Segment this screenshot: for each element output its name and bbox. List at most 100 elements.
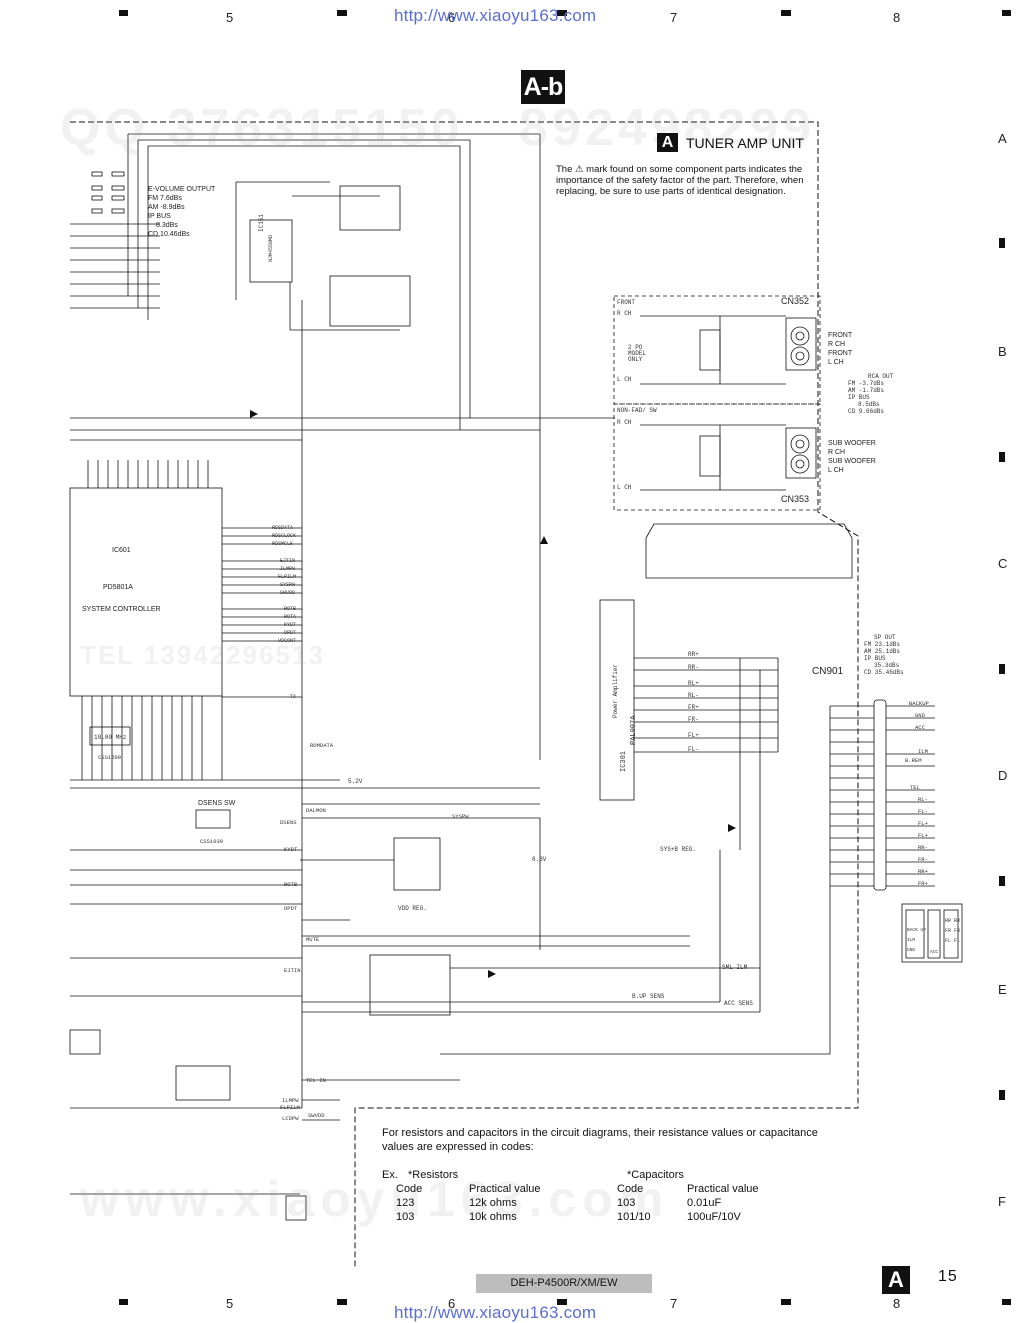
pin-swvdd: SWVDD xyxy=(280,590,296,596)
cn901-pin-fl-minus: FL- xyxy=(918,808,928,815)
label-mute: MUTE xyxy=(306,936,320,943)
ic151-part: NJM4558MD xyxy=(268,234,274,262)
ic301-out-rl-plus: RL+ xyxy=(688,680,699,687)
pin-syspw: SYSPW xyxy=(280,582,296,588)
cn901-pin-fl-plus-a: FL+ xyxy=(918,820,928,827)
label-acc-sens: ACC SENS xyxy=(724,1000,753,1007)
ic301-out-fl-plus: FL+ xyxy=(688,732,699,739)
label-ilmpw: ILMPW xyxy=(282,1097,299,1104)
label-ejtin: EJTIN xyxy=(284,967,301,974)
cn353-label: CN353 xyxy=(781,494,810,504)
nonfad-title: NON-FAD/ SW xyxy=(617,407,657,414)
evolume-label: E-VOLUME OUTPUT FM 7.6dBs AM -8.9dBs IP … xyxy=(148,186,216,238)
resistors-title: *Resistors xyxy=(408,1169,459,1181)
column-number-top-8: 8 xyxy=(893,10,901,25)
ic301-out-fr-plus: FR+ xyxy=(688,704,699,711)
resistors-col-code: Code xyxy=(396,1183,423,1195)
unit-badge: A xyxy=(657,133,678,152)
row-letter-b: B xyxy=(998,344,1007,359)
label-crystal-freq: 10.00 MHz xyxy=(94,734,127,741)
label-5v2: 5.2V xyxy=(348,778,363,785)
capacitor-code-1: 103 xyxy=(617,1197,636,1209)
front-block-lch: L CH xyxy=(617,376,632,383)
pin-vdcont: VDCONT xyxy=(278,638,297,644)
label-dsens: DSENS xyxy=(280,819,297,826)
cn901-pin-brem: B.REM xyxy=(905,757,922,764)
bottom-frame-mark-1 xyxy=(119,1299,128,1305)
ic601-function: SYSTEM CONTROLLER xyxy=(82,606,161,613)
rca-out-levels: RCA OUT FM -3.7dBs AM -1.7dBs IP BUS 8.5… xyxy=(848,373,894,415)
cn901-pin-fl-plus-b: FL+ xyxy=(918,832,928,839)
label-css1039: CSS1039 xyxy=(200,838,224,845)
pin-tx: TX xyxy=(290,694,297,700)
front-block-rch: R CH xyxy=(617,310,632,317)
column-number-top-7: 7 xyxy=(670,10,678,25)
cn901-pin-rr-minus: RR- xyxy=(918,844,928,851)
model-number: DEH-P4500R/XM/EW xyxy=(476,1274,652,1293)
label-css1599: CSS1599 xyxy=(98,754,122,761)
column-number-top-6: 6 xyxy=(448,10,456,25)
label-rotb: ROTB xyxy=(284,881,298,888)
top-frame-mark-5 xyxy=(1002,10,1011,16)
capacitor-code-2: 101/10 xyxy=(617,1211,651,1223)
pin-rdsdata: RDSDATA xyxy=(272,525,294,531)
side-frame-mark-2 xyxy=(999,452,1005,462)
pin-flpilm: FLPILM xyxy=(278,574,297,580)
background-watermark-mid: TEL 13942296513 xyxy=(80,640,325,670)
sp-out-levels: SP OUT FM 23.1dBs AM 25.1dBs IP BUS 35.3… xyxy=(864,634,904,676)
bottom-frame-mark-2 xyxy=(337,1299,347,1305)
cn901-pin-ilm: ILM xyxy=(918,748,928,755)
side-frame-mark-4 xyxy=(999,876,1005,886)
label-lcdpw: LCDPW xyxy=(282,1115,299,1122)
safety-note: The ⚠ mark found on some component parts… xyxy=(556,164,804,197)
label-dpdt: DPDT xyxy=(284,905,298,912)
resistor-value-1: 12k ohms xyxy=(469,1197,517,1209)
label-romdata: ROMDATA xyxy=(310,742,334,749)
column-number-top-5: 5 xyxy=(226,10,234,25)
side-frame-mark-3 xyxy=(999,664,1005,674)
label-sysb-reg: SYS+B REG. xyxy=(660,846,697,853)
ic301-label: IC301 xyxy=(620,750,628,772)
cn901-pin-rr-plus: RR+ xyxy=(918,868,928,875)
ic151-label: IC151 xyxy=(258,213,265,232)
resistor-code-2: 103 xyxy=(396,1211,415,1223)
capacitor-value-2: 100uF/10V xyxy=(687,1211,741,1223)
pin-dpdt: DPDT xyxy=(284,630,297,636)
row-letter-a: A xyxy=(998,131,1007,146)
connector-box-col3: RR RR FR FR FL FL xyxy=(945,918,961,944)
cn901-pin-acc: ACC xyxy=(915,724,925,731)
resistors-col-value: Practical value xyxy=(469,1183,541,1195)
page-number: 15 xyxy=(938,1268,958,1285)
ic601-part: PD5801A xyxy=(103,584,133,591)
label-swvdd: SWVDD xyxy=(308,1112,325,1119)
column-number-bottom-7: 7 xyxy=(670,1296,678,1311)
row-letter-d: D xyxy=(998,768,1008,783)
front-block-title: FRONT xyxy=(617,299,636,306)
background-watermark-top: QQ 376315150 892498299 xyxy=(60,99,816,157)
cn352-label: CN352 xyxy=(781,296,810,306)
bottom-frame-mark-3 xyxy=(557,1299,567,1305)
pin-ilmpw: ILMPW xyxy=(280,566,296,572)
label-kydt: KYDT xyxy=(284,846,298,853)
page-tag: A-b xyxy=(521,70,565,104)
cn901-pin-fr-plus: FR+ xyxy=(918,880,928,887)
column-number-bottom-6: 6 xyxy=(448,1296,456,1311)
unit-title: TUNER AMP UNIT xyxy=(686,135,804,151)
ic601-label: IC601 xyxy=(112,547,131,554)
codes-ex-label: Ex. xyxy=(382,1169,398,1181)
resistor-value-2: 10k ohms xyxy=(469,1211,517,1223)
ic301-out-rl-minus: RL- xyxy=(688,692,699,699)
capacitors-col-value: Practical value xyxy=(687,1183,759,1195)
nonfad-rch: R CH xyxy=(617,419,632,426)
capacitors-title: *Capacitors xyxy=(627,1169,684,1181)
top-frame-mark-2 xyxy=(337,10,347,16)
pin-rota: ROTA xyxy=(284,614,297,620)
row-letter-e: E xyxy=(998,982,1007,997)
pin-rdsmclk: RDSMCLK xyxy=(272,541,294,547)
cn901-pin-tel: TEL xyxy=(910,784,920,791)
ic301-function: Power Amplifier xyxy=(612,663,619,718)
cn901-pin-rl-minus: RL- xyxy=(918,796,928,803)
label-dsens-sw: DSENS SW xyxy=(198,800,236,807)
side-frame-mark-5 xyxy=(999,1090,1005,1100)
